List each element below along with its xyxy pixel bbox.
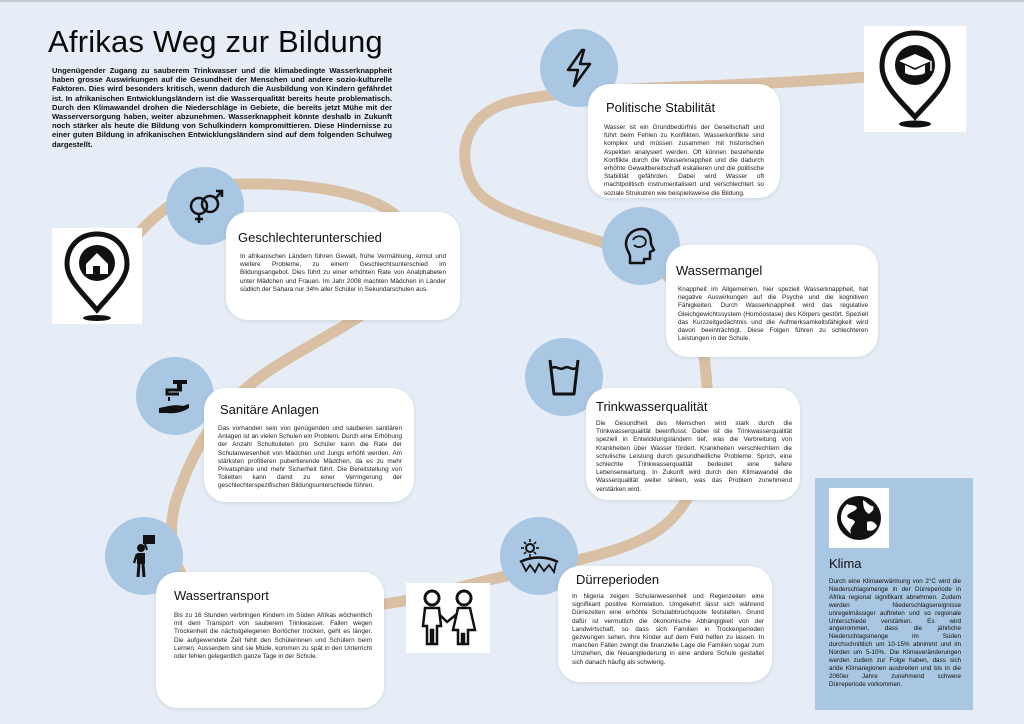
klima-text: Durch eine Klimaerwärmung von 2°C wird d… [829, 578, 961, 688]
graduation-cap-pin-icon [879, 30, 951, 128]
transport-text: Bis zu 16 Stunden verbringen Kindern im … [174, 612, 372, 661]
sun-cracked-ground-icon [519, 539, 559, 574]
transport-card: Wassertransport Bis zu 16 Stunden verbri… [156, 572, 384, 708]
wassermangel-card: Wassermangel Knappheit im Allgemeinen, h… [666, 245, 878, 357]
water-glass-icon [548, 359, 580, 396]
globe-icon [837, 496, 881, 540]
politik-text: Wasser ist ein Grundbedürfnis der Gesell… [604, 124, 764, 197]
geschlecht-card: Geschlechterunterschied In afrikanischen… [226, 212, 460, 320]
trinkwasser-card: Trinkwasserqualität Die Gesundheit des M… [586, 388, 800, 500]
klima-panel: Klima Durch eine Klimaerwärmung von 2°C … [815, 478, 973, 710]
politik-card: Politische Stabilität Wasser ist ein Gru… [588, 84, 780, 198]
sanitaer-circle [136, 357, 214, 435]
page-title: Afrikas Weg zur Bildung [48, 24, 383, 59]
children-box [406, 583, 490, 653]
head-brain-icon [624, 227, 656, 265]
wassermangel-title: Wassermangel [676, 263, 763, 278]
home-pin-icon [64, 231, 130, 321]
transport-title: Wassertransport [174, 588, 269, 603]
sanitaer-title: Sanitäre Anlagen [220, 402, 320, 417]
lightning-icon [566, 48, 592, 88]
geschlecht-text: In afrikanischen Ländern führen Gewalt, … [240, 253, 446, 293]
klima-icon-box [829, 488, 889, 548]
top-border [0, 0, 1024, 2]
duerre-title: Dürreperioden [576, 572, 660, 587]
trinkwasser-text: Die Gesundheit des Menschen wird stark d… [596, 420, 792, 493]
gender-icon [189, 189, 224, 223]
duerre-card: Dürreperioden In Nigeria zeigen Schulanw… [558, 566, 772, 682]
trinkwasser-title: Trinkwasserqualität [596, 399, 708, 414]
geschlecht-title: Geschlechterunterschied [238, 230, 382, 245]
klima-title: Klima [829, 556, 862, 571]
intro-text: Ungenügender Zugang zu sauberem Trinkwas… [52, 66, 392, 149]
sanitaer-card: Sanitäre Anlagen Das vorhanden sein von … [204, 388, 414, 502]
person-carrying-water-icon [132, 535, 155, 578]
politik-title: Politische Stabilität [606, 100, 716, 115]
tap-hand-icon [159, 380, 189, 414]
children-icon [421, 589, 477, 646]
sanitaer-text: Das vorhanden sein von genügenden und sa… [218, 425, 402, 490]
wassermangel-text: Knappheit im Allgemeinen, hier speziell … [678, 286, 868, 343]
duerre-text: In Nigeria zeigen Schulanwesenheit und R… [572, 593, 764, 666]
end-pin [864, 26, 966, 132]
start-pin [52, 228, 142, 324]
wassermangel-circle [602, 207, 680, 285]
